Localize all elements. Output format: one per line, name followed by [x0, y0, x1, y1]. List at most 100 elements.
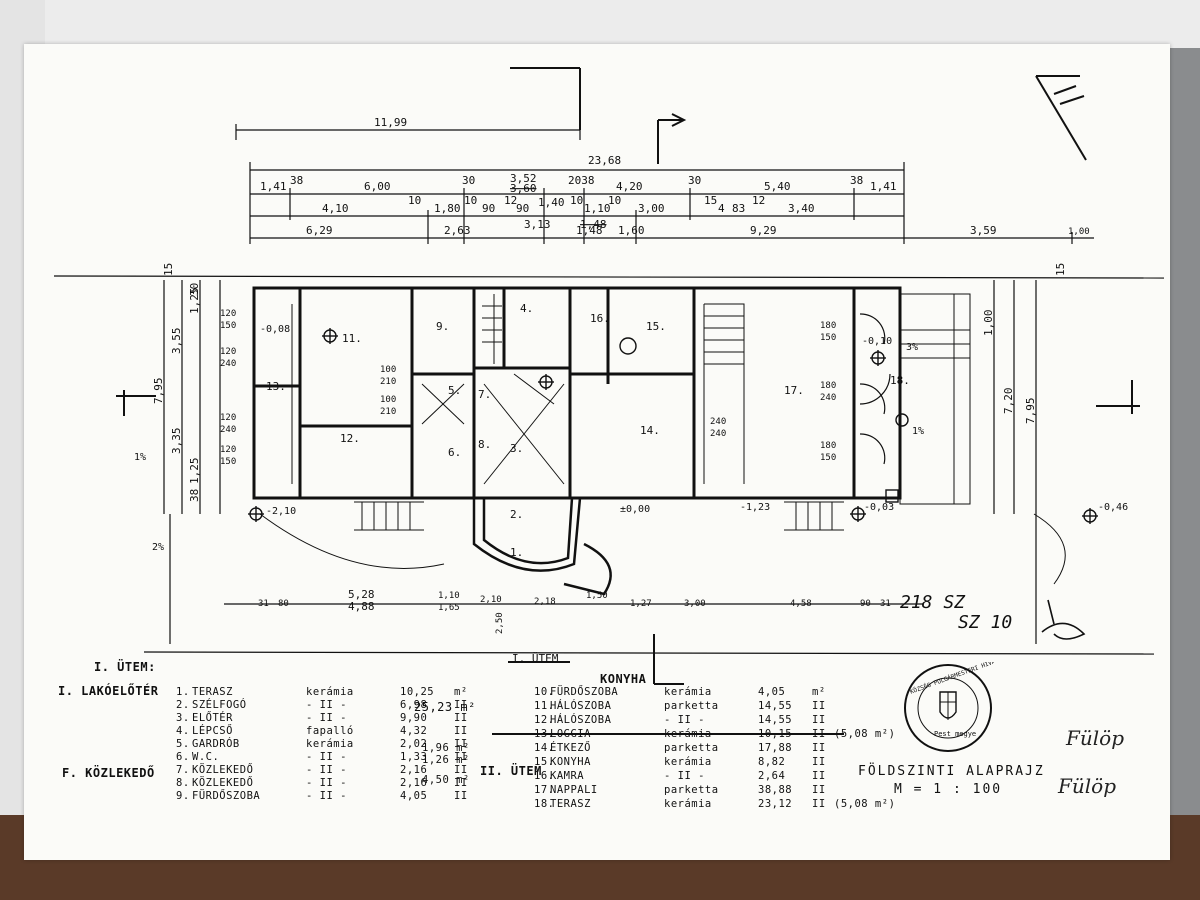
svg-text:150: 150: [220, 321, 236, 331]
svg-text:240: 240: [220, 425, 236, 435]
svg-text:1%: 1%: [912, 426, 924, 437]
slope-labels: 1% 2% 3% 1%: [134, 342, 924, 553]
dim-left-7: 15: [162, 263, 175, 276]
room-13: 13.: [266, 380, 286, 393]
room-6: 6.: [448, 446, 461, 459]
svg-text:150: 150: [820, 453, 836, 463]
dim-left-2: 3,35: [170, 428, 183, 455]
dim-left-3: 1,25: [188, 288, 201, 315]
dim-bottom-9: 1,27: [630, 599, 652, 609]
dim-bottom-3: 80: [278, 599, 289, 609]
svg-text:100: 100: [380, 395, 396, 405]
room-4: 4.: [520, 302, 533, 315]
room-9: 9.: [436, 320, 449, 333]
dim-r1-2: 6,00: [364, 180, 391, 193]
dim-left-0: 7,95: [152, 378, 165, 405]
floor-plan-drawing: 11,99 23,68 1,41 38 6,00 30 3,52 3,60 20…: [53, 67, 1165, 735]
level-2: -2,10: [266, 506, 296, 517]
room-16: 16.: [590, 312, 610, 325]
room-2: 2.: [510, 508, 523, 521]
dim-r2-0: 4,10: [322, 202, 349, 215]
dim-right-1: 7,20: [1002, 388, 1015, 415]
dimension-lines: [53, 124, 1165, 655]
section-markers-side: [116, 380, 1140, 735]
dim-r2-strike: 1,48: [580, 218, 607, 231]
level-3: -1,23: [740, 502, 770, 513]
dim-r2-11: 3,00: [638, 202, 665, 215]
dim-bottom-14: 2,50: [495, 612, 505, 634]
svg-text:180: 180: [820, 381, 836, 391]
svg-text:180: 180: [820, 441, 836, 451]
svg-text:120: 120: [220, 309, 236, 319]
room-14: 14.: [640, 424, 660, 437]
dim-r1-5: 2038: [568, 174, 595, 187]
background-wall: [0, 0, 1200, 48]
dim-r2-6: 90: [516, 202, 529, 215]
dim-r3-0: 6,29: [306, 224, 333, 237]
handwritten-note-2: SZ 10: [958, 612, 1012, 633]
dim-bottom-11: 4,58: [790, 599, 812, 609]
svg-text:100: 100: [380, 365, 396, 375]
dim-r1-3: 30: [462, 174, 475, 187]
dim-r2-16: 3,40: [788, 202, 815, 215]
drawing-sheet: 11,99 23,68 1,41 38 6,00 30 3,52 3,60 20…: [24, 44, 1170, 860]
dim-r1-0: 1,41: [260, 180, 287, 193]
svg-text:2%: 2%: [152, 542, 164, 553]
dim-r1-1: 38: [290, 174, 303, 187]
dim-r1-9: 38: [850, 174, 863, 187]
room-15: 15.: [646, 320, 666, 333]
dim-bottom-7: 2,18: [534, 597, 556, 607]
room-numbers: 11. 12. 13. 9. 4. 5. 6. 7. 8. 16. 15. 14…: [266, 302, 910, 559]
level-5: -0,46: [1098, 502, 1128, 513]
room-17: 17.: [784, 384, 804, 397]
level-6: ±0,00: [620, 504, 650, 515]
dim-r2-12: 15: [704, 194, 717, 207]
dim-total: 23,68: [588, 154, 621, 167]
dim-r1-4: 3,52: [510, 172, 537, 185]
dim-r2-1: 10: [408, 194, 421, 207]
door-swings: [859, 313, 891, 465]
handwritten-scribble: [1041, 599, 1086, 640]
dim-left-6: 30: [188, 283, 201, 296]
svg-text:150: 150: [220, 457, 236, 467]
dim-right-3: 15: [1054, 263, 1067, 276]
room-8: 8.: [478, 438, 491, 451]
dim-left-1: 3,55: [170, 328, 183, 355]
svg-text:240: 240: [220, 359, 236, 369]
dim-r3-3: 1,48: [576, 224, 603, 237]
dim-r2-3: 10: [464, 194, 477, 207]
dim-r3-6: 3,59: [970, 224, 997, 237]
dim-bottom-13: 31: [880, 599, 891, 609]
dim-left-5: 38: [188, 489, 201, 502]
section-marker-top: [510, 67, 687, 164]
dim-bottom-8: 1,50: [586, 591, 608, 601]
svg-text:210: 210: [380, 407, 396, 417]
dim-r3-1: 2,63: [444, 224, 471, 237]
dim-r2-2: 1,80: [434, 202, 461, 215]
door-size-labels: 120 150 120 240 120 240 120 150 100 210 …: [220, 309, 836, 467]
dim-bottom-10: 3,00: [684, 599, 706, 609]
svg-text:240: 240: [820, 393, 836, 403]
dim-top-overall: 11,99: [374, 116, 407, 129]
north-arrow-icon: [1035, 75, 1087, 161]
entry-bay: [472, 497, 612, 596]
svg-text:120: 120: [220, 445, 236, 455]
room-12: 12.: [340, 432, 360, 445]
room-11: 11.: [342, 332, 362, 345]
svg-text:3%: 3%: [906, 342, 918, 353]
level-labels: -0,08 -0,10 -2,10 -1,23 -0,03 -0,46 ±0,0…: [260, 324, 1128, 517]
dim-left-4: 1,25: [188, 458, 201, 485]
dim-right-2: 1,00: [982, 310, 995, 337]
dim-r1-6: 4,20: [616, 180, 643, 193]
dim-bottom-0: 5,28: [348, 588, 375, 601]
dimension-labels: 11,99 23,68 1,41 38 6,00 30 3,52 3,60 20…: [152, 116, 1090, 634]
dim-r3-2: 3,13: [524, 218, 551, 231]
dim-r3-7: 1,00: [1068, 227, 1090, 237]
dim-r2-7: 1,40: [538, 196, 565, 209]
dim-r3-5: 9,29: [750, 224, 777, 237]
room-3: 3.: [510, 442, 523, 455]
dim-r2-8: 10: [570, 194, 583, 207]
dim-bottom-6: 2,10: [480, 595, 502, 605]
dim-bottom-4: 1,10: [438, 591, 460, 601]
dim-r2-14: 83: [732, 202, 745, 215]
